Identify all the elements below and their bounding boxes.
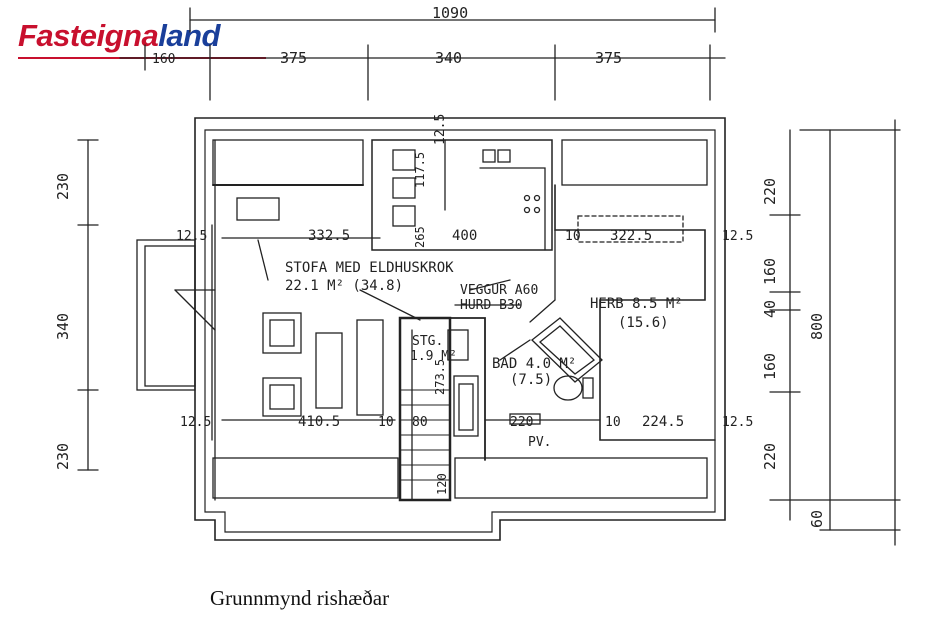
wall-note-1: VEGGUR A60	[460, 283, 538, 298]
living-room-area: 22.1 M² (34.8)	[285, 278, 403, 294]
plan-caption: Grunnmynd rishæðar	[210, 586, 390, 610]
dim-right-total: 800	[808, 313, 826, 340]
fasteignaland-logo: Fasteignaland	[18, 20, 220, 51]
dim-220: 220	[510, 415, 533, 430]
dim-top-mid: 340	[435, 49, 462, 67]
dormer-left	[136, 239, 196, 391]
dim-right-60: 60	[808, 510, 826, 528]
dim-left-mid: 340	[54, 313, 72, 340]
bath-area: (7.5)	[510, 372, 552, 388]
dim-top-right: 375	[595, 49, 622, 67]
dim-right-bottom: 220	[761, 443, 779, 470]
shower-icon	[531, 317, 603, 383]
dim-top-left: 375	[280, 49, 307, 67]
dim-125-right-b: 12.5	[722, 415, 753, 430]
stair-area: 1.9 M²	[410, 349, 457, 364]
dim-3325: 332.5	[308, 228, 350, 244]
dim-80: 80	[412, 415, 428, 430]
dim-vert-265: 265	[413, 226, 427, 248]
table-icon	[236, 197, 280, 221]
dim-2245: 224.5	[642, 414, 684, 430]
bathtub-icon	[453, 375, 479, 437]
stair-wall	[398, 316, 452, 502]
dim-side-left: 160	[152, 52, 175, 67]
bedroom-area: (15.6)	[618, 315, 669, 331]
coffee-table-icon	[315, 332, 343, 409]
dim-125-right: 12.5	[722, 229, 753, 244]
dim-2735: 273.5	[433, 359, 447, 395]
dim-10-c: 10	[605, 415, 621, 430]
toilet-icon	[553, 375, 583, 401]
dim-left-top: 230	[54, 173, 72, 200]
outer-wall	[194, 117, 726, 541]
dim-10-a: 10	[565, 229, 581, 244]
dim-3225: 322.5	[610, 228, 652, 244]
dim-400: 400	[452, 228, 477, 244]
kitchen-area	[371, 139, 553, 251]
living-room-name: STOFA MED ELDHUSKROK	[285, 260, 454, 276]
sofa-icon	[356, 319, 384, 416]
armchair-icon-2	[262, 377, 302, 417]
pv-label: PV.	[528, 435, 551, 450]
dim-total: 1090	[432, 4, 468, 22]
bath-name: BAD 4.0 M²	[492, 356, 576, 372]
dim-125-left: 12.5	[176, 229, 207, 244]
kneewall-top-left	[212, 139, 364, 186]
stair-name: STG.	[412, 334, 443, 349]
dim-right-160a: 160	[761, 258, 779, 285]
kneewall-bottom-right	[454, 457, 708, 499]
logo-part1: Fasteigna	[18, 18, 159, 53]
wall-note-2: HURD B30	[460, 298, 523, 313]
dim-120: 120	[435, 473, 449, 495]
dim-right-top: 220	[761, 178, 779, 205]
dim-left-bottom: 230	[54, 443, 72, 470]
armchair-icon	[262, 312, 302, 354]
kneewall-bottom-left	[212, 457, 399, 499]
dim-10-b: 10	[378, 415, 394, 430]
kneewall-top-right	[561, 139, 708, 186]
bedroom-wall	[554, 184, 716, 441]
dim-right-160b: 160	[761, 353, 779, 380]
bedroom-name: HERB 8.5 M²	[590, 296, 683, 312]
dim-vert-125: 12.5	[433, 114, 448, 145]
dim-vert-1175: 117.5	[413, 152, 427, 188]
dim-125-left-b: 12.5	[180, 415, 211, 430]
dim-4105: 410.5	[298, 414, 340, 430]
dim-right-40: 40	[761, 300, 779, 318]
